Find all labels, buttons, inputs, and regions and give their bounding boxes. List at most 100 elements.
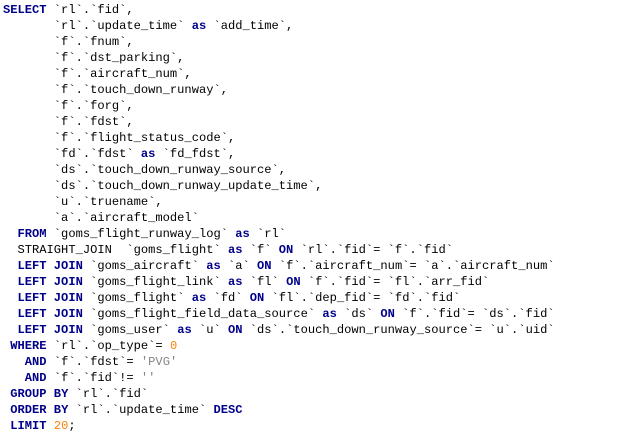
sql-plain-token: `a`.`aircraft_model` [3,211,199,225]
sql-plain-token: `ds` [336,307,381,321]
code-line: `f`.`dst_parking`, [3,50,185,66]
sql-plain-token: `fl`.`dep_fid`= `fd`.`fid` [264,291,461,305]
sql-plain-token [3,323,18,337]
sql-plain-token: `fd` [206,291,250,305]
sql-keyword-token: GROUP BY [10,387,69,401]
sql-plain-token [3,307,18,321]
sql-keyword-token: LEFT JOIN [17,323,83,337]
code-line: FROM `goms_flight_runway_log` as `rl` [3,226,287,242]
code-line: ORDER BY `rl`.`update_time` DESC [3,402,243,418]
code-line: LEFT JOIN `goms_aircraft` as `a` ON `f`.… [3,258,555,274]
sql-plain-token [47,419,54,431]
code-line: LEFT JOIN `goms_flight_link` as `fl` ON … [3,274,490,290]
sql-plain-token: `f`.`fnum`, [3,35,134,49]
sql-keyword-token: FROM [17,227,47,241]
code-line: SELECT `rl`.`fid`, [3,2,134,18]
sql-plain-token: `a` [220,259,258,273]
sql-plain-token: `f`.`fid`!= [46,371,141,385]
sql-plain-token: `fd`.`fdst` [3,147,141,161]
sql-keyword-token: as [322,307,337,321]
sql-keyword-token: as [191,291,207,305]
sql-plain-token [3,355,25,369]
sql-keyword-token: as [140,147,156,161]
sql-plain-token [3,371,25,385]
code-line: `a`.`aircraft_model` [3,210,199,226]
sql-plain-token [3,227,18,241]
code-line: `ds`.`touch_down_runway_update_time`, [3,178,323,194]
sql-string-token: 'PVG' [140,355,178,369]
sql-plain-token: `f`.`touch_down_runway`, [3,83,228,97]
code-line: `f`.`fnum`, [3,34,134,50]
sql-plain-token: `add_time`, [206,19,294,33]
code-line: GROUP BY `rl`.`fid` [3,386,148,402]
sql-keyword-token: LEFT JOIN [17,259,83,273]
sql-keyword-token: ON [380,307,395,321]
code-line: LIMIT 20; [3,418,76,431]
sql-keyword-token: LEFT JOIN [17,291,83,305]
sql-plain-token: `goms_user` [82,323,178,337]
code-line: LEFT JOIN `goms_user` as `u` ON `ds`.`to… [3,322,555,338]
sql-keyword-token: as [206,259,221,273]
sql-keyword-token: AND [24,355,47,369]
sql-plain-token: `f`.`aircraft_num`= `a`.`aircraft_num` [271,259,555,273]
sql-keyword-token: as [227,243,243,257]
sql-plain-token: `ds`.`touch_down_runway_update_time`, [3,179,323,193]
code-line: LEFT JOIN `goms_flight_field_data_source… [3,306,555,322]
sql-keyword-token: ON [249,291,265,305]
sql-plain-token: `u`.`truename`, [3,195,163,209]
sql-plain-token: `goms_flight_link` [82,275,228,289]
sql-keyword-token: ORDER BY [10,403,69,417]
code-line: LEFT JOIN `goms_flight` as `fd` ON `fl`.… [3,290,461,306]
sql-keyword-token: DESC [213,403,243,417]
sql-plain-token [3,259,18,273]
sql-plain-token: ; [68,419,76,431]
sql-plain-token: `f`.`fdst`, [3,115,134,129]
sql-keyword-token: ON [286,275,301,289]
sql-plain-token: `rl`.`update_time` [68,403,214,417]
sql-plain-token: `rl`.`update_time` [3,19,192,33]
sql-plain-token [3,291,18,305]
sql-string-token: '' [140,371,156,385]
code-line: `u`.`truename`, [3,194,163,210]
sql-plain-token: `goms_aircraft` [82,259,207,273]
sql-keyword-token: AND [24,371,47,385]
sql-plain-token: `goms_flight` [82,291,192,305]
code-line: `f`.`forg`, [3,98,134,114]
code-line: `rl`.`update_time` as `add_time`, [3,18,294,34]
code-line: `f`.`fdst`, [3,114,134,130]
code-line: `f`.`aircraft_num`, [3,66,192,82]
sql-plain-token: STRAIGHT_JOIN `goms_flight` [3,243,228,257]
code-line: `ds`.`touch_down_runway_source`, [3,162,286,178]
sql-plain-token: `rl`.`fid`, [46,3,134,17]
sql-keyword-token: as [235,227,250,241]
sql-plain-token: `f`.`fid`= `ds`.`fid` [394,307,555,321]
code-line: `f`.`flight_status_code`, [3,130,235,146]
sql-keyword-token: LIMIT [10,419,47,431]
sql-plain-token: `fl` [242,275,287,289]
sql-plain-token: `rl`.`op_type`= [46,339,170,353]
sql-keyword-token: ON [278,243,294,257]
sql-plain-token: `f`.`fid`= `fl`.`arr_fid` [300,275,490,289]
sql-plain-token: `f`.`flight_status_code`, [3,131,236,145]
sql-keyword-token: WHERE [10,339,47,353]
code-line: `fd`.`fdst` as `fd_fdst`, [3,146,235,162]
sql-plain-token: `rl` [249,227,287,241]
sql-keyword-token: as [191,19,207,33]
sql-plain-token: `rl`.`fid` [68,387,149,401]
code-line: `f`.`touch_down_runway`, [3,82,228,98]
sql-plain-token: `fd_fdst`, [155,147,236,161]
sql-number-token: 0 [169,339,178,353]
code-line: AND `f`.`fdst`= 'PVG' [3,354,177,370]
sql-plain-token: `goms_flight_field_data_source` [82,307,323,321]
sql-plain-token: `f`.`dst_parking`, [3,51,185,65]
sql-plain-token [3,275,18,289]
sql-plain-token: `f`.`aircraft_num`, [3,67,192,81]
code-line: AND `f`.`fid`!= '' [3,370,156,386]
sql-keyword-token: as [177,323,192,337]
sql-keyword-token: LEFT JOIN [17,275,83,289]
sql-keyword-token: as [228,275,243,289]
code-line: STRAIGHT_JOIN `goms_flight` as `f` ON `r… [3,242,453,258]
code-line: WHERE `rl`.`op_type`= 0 [3,338,177,354]
sql-keyword-token: ON [257,259,272,273]
